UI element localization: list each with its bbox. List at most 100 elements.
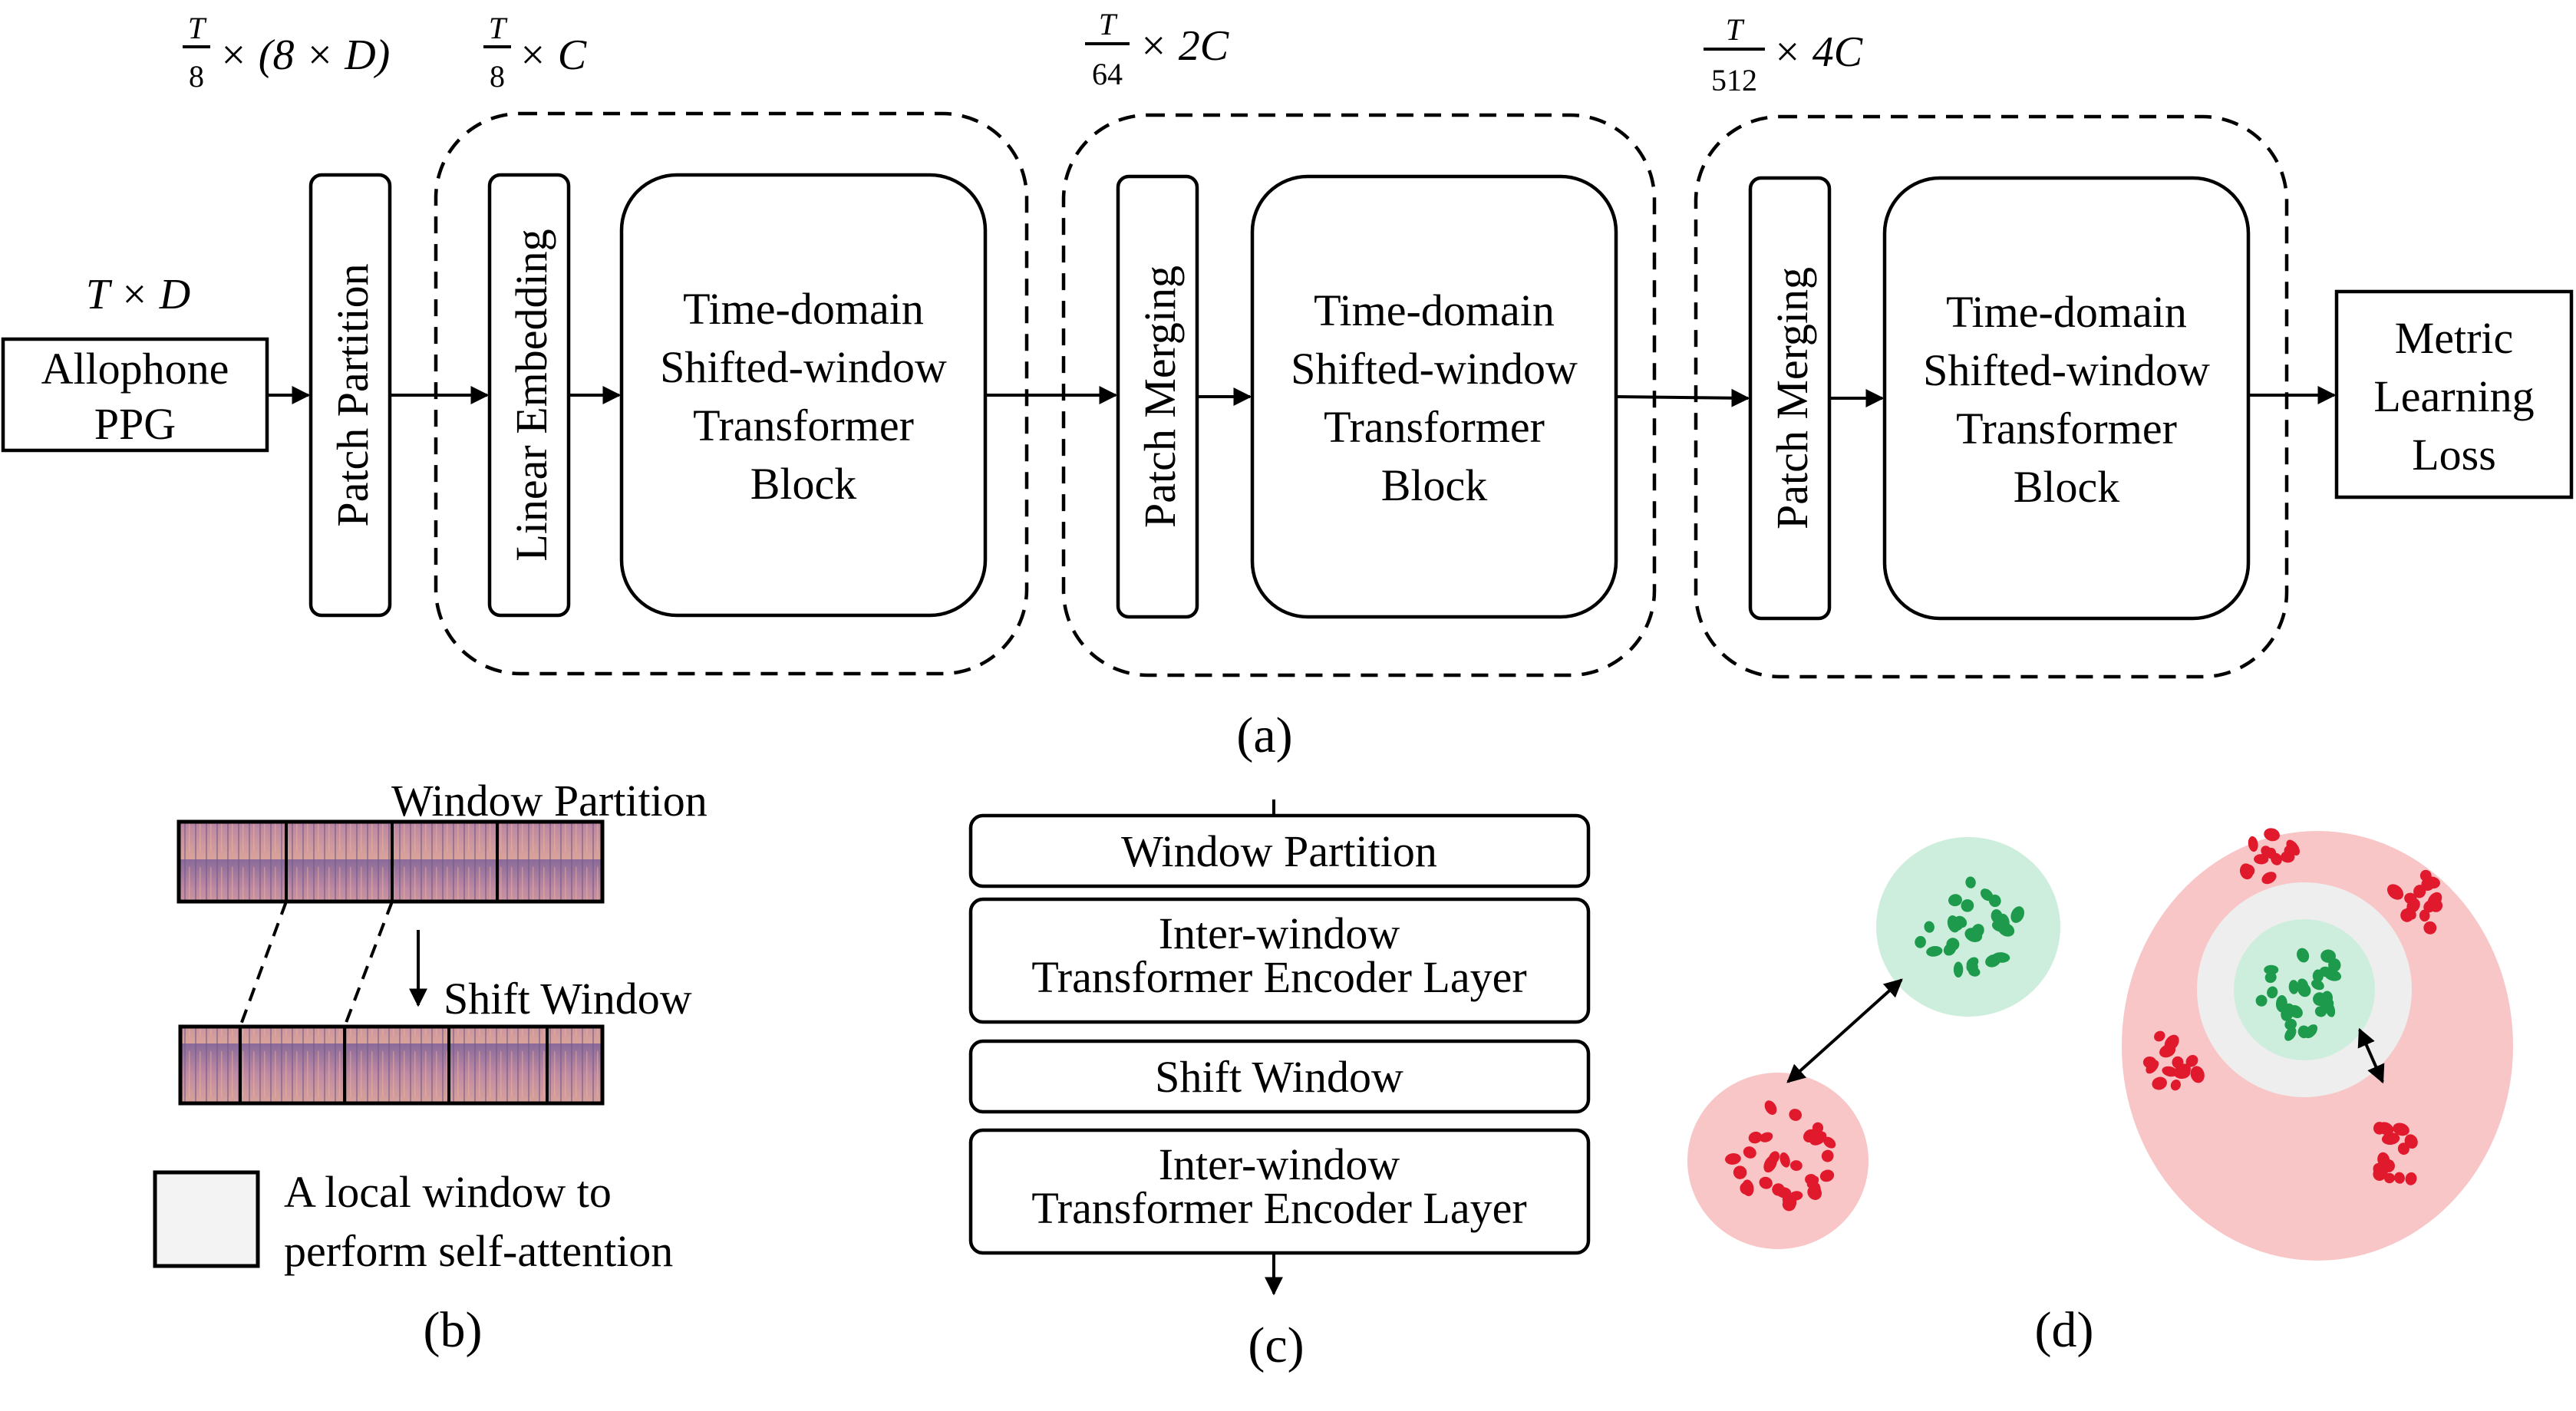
red-dot [2173, 1066, 2191, 1080]
transformer-block-3 [1882, 176, 2251, 621]
green-dot [2010, 906, 2025, 923]
patch-merging-1-label: Patch Merging [1135, 265, 1185, 528]
allophone-ppg-box [1, 337, 269, 453]
red-dot [1819, 1169, 1835, 1182]
red-dot [1782, 1192, 1797, 1210]
red-dot [2384, 1172, 2395, 1184]
red-dot [2373, 1167, 2386, 1181]
green-cluster-left [1876, 837, 2060, 1017]
green-dot [2304, 1024, 2318, 1039]
red-dot [2377, 1122, 2394, 1136]
green-dots-left [1915, 876, 2025, 977]
red-dot [2284, 845, 2297, 856]
metric-learning-loss-box [2334, 289, 2574, 499]
block-2-line-4: Block [1381, 460, 1488, 510]
local-window-legend-swatch [153, 1170, 260, 1268]
layer-4-label-line-1: Inter-window [1159, 1139, 1400, 1189]
red-dot [2393, 1123, 2409, 1136]
distance-arrow-left [1786, 978, 1903, 1083]
window-partition-label: Window Partition [391, 776, 707, 826]
green-dot [1997, 922, 2015, 937]
block-3-line-4: Block [2014, 462, 2120, 512]
green-dot [2312, 969, 2324, 983]
red-dot [1725, 1153, 1741, 1165]
green-dot [2255, 994, 2268, 1007]
svg-text:8: 8 [490, 59, 505, 94]
layer-2-label-line-1: Inter-window [1159, 908, 1400, 958]
block-2-line-1: Time-domain [1314, 285, 1555, 335]
red-dot [1790, 1160, 1803, 1172]
red-dot [2241, 864, 2255, 877]
shifted-spectrogram [178, 1024, 605, 1106]
green-dot [1950, 919, 1963, 931]
window-partition-layer [968, 813, 1591, 888]
layer-1-label: Window Partition [1121, 826, 1437, 876]
red-dot [1779, 1152, 1790, 1168]
green-dots-right [2255, 948, 2342, 1041]
caption-b: (b) [424, 1302, 483, 1358]
svg-text:512: 512 [1711, 63, 1757, 97]
green-dot [1980, 888, 1994, 902]
red-dot [2423, 921, 2437, 935]
green-dot [1953, 961, 1964, 977]
red-dot [1764, 1100, 1777, 1115]
red-dot [2381, 1132, 2400, 1146]
dim-annotation-2: T 8 × C [483, 11, 587, 94]
red-dot [2261, 872, 2277, 885]
red-dot [1789, 1109, 1803, 1121]
red-dot [2419, 909, 2430, 922]
red-dot [2164, 1034, 2179, 1051]
red-dot [2154, 1030, 2165, 1042]
margin-arrow-right [2357, 1027, 2385, 1084]
layer-2-label-line-2: Transformer Encoder Layer [1031, 952, 1526, 1002]
green-dot [2264, 964, 2279, 975]
flow-arrows [267, 386, 2337, 407]
caption-d: (d) [2035, 1302, 2094, 1358]
red-dot [1805, 1174, 1818, 1185]
red-dot [2429, 898, 2443, 912]
red-dot [1759, 1176, 1773, 1189]
red-dots-left [1725, 1100, 1836, 1212]
red-dot [1810, 1128, 1822, 1139]
block-1-line-2: Shifted-window [660, 342, 947, 392]
green-dot [2328, 958, 2341, 972]
svg-text:T: T [188, 11, 207, 45]
svg-text:8: 8 [189, 59, 204, 94]
green-dot [1968, 967, 1981, 977]
block-3-line-3: Transformer [1956, 404, 2177, 453]
green-dot [1965, 876, 1976, 888]
svg-text:× 4C: × 4C [1773, 28, 1863, 76]
input-label-line-2: PPG [94, 399, 176, 449]
partitioned-spectrogram [176, 819, 605, 904]
patch-partition-label: Patch Partition [328, 263, 378, 526]
green-dot [2267, 986, 2278, 999]
red-dot [1733, 1165, 1747, 1179]
red-dot [2419, 869, 2432, 882]
red-dot [2170, 1080, 2181, 1091]
red-dot [1768, 1151, 1780, 1165]
svg-text:T: T [489, 11, 508, 45]
red-dots-right [2142, 828, 2443, 1185]
inter-window-transformer-layer-1 [968, 897, 1591, 1024]
green-dot [1915, 935, 1926, 948]
red-dot [1740, 1182, 1751, 1195]
red-dot [2383, 1160, 2395, 1172]
red-dot [2386, 884, 2404, 900]
legend-line-2: perform self-attention [284, 1226, 673, 1276]
red-dot [2185, 1055, 2198, 1067]
green-dot [1948, 894, 1962, 907]
green-dot [2284, 1027, 2297, 1041]
inter-window-transformer-layer-2 [968, 1128, 1591, 1255]
green-dot [1971, 924, 1984, 938]
red-dot [2190, 1066, 2205, 1083]
red-dot [2394, 1172, 2405, 1184]
input-label-line-1: Allophone [41, 344, 229, 394]
output-label-line-2: Learning [2373, 371, 2534, 421]
svg-text:T: T [1099, 7, 1118, 41]
green-dot [2297, 983, 2311, 997]
green-dot [2324, 1001, 2336, 1017]
red-dot [2397, 1142, 2409, 1156]
red-dot [1821, 1149, 1834, 1162]
red-dot [2152, 1076, 2167, 1090]
